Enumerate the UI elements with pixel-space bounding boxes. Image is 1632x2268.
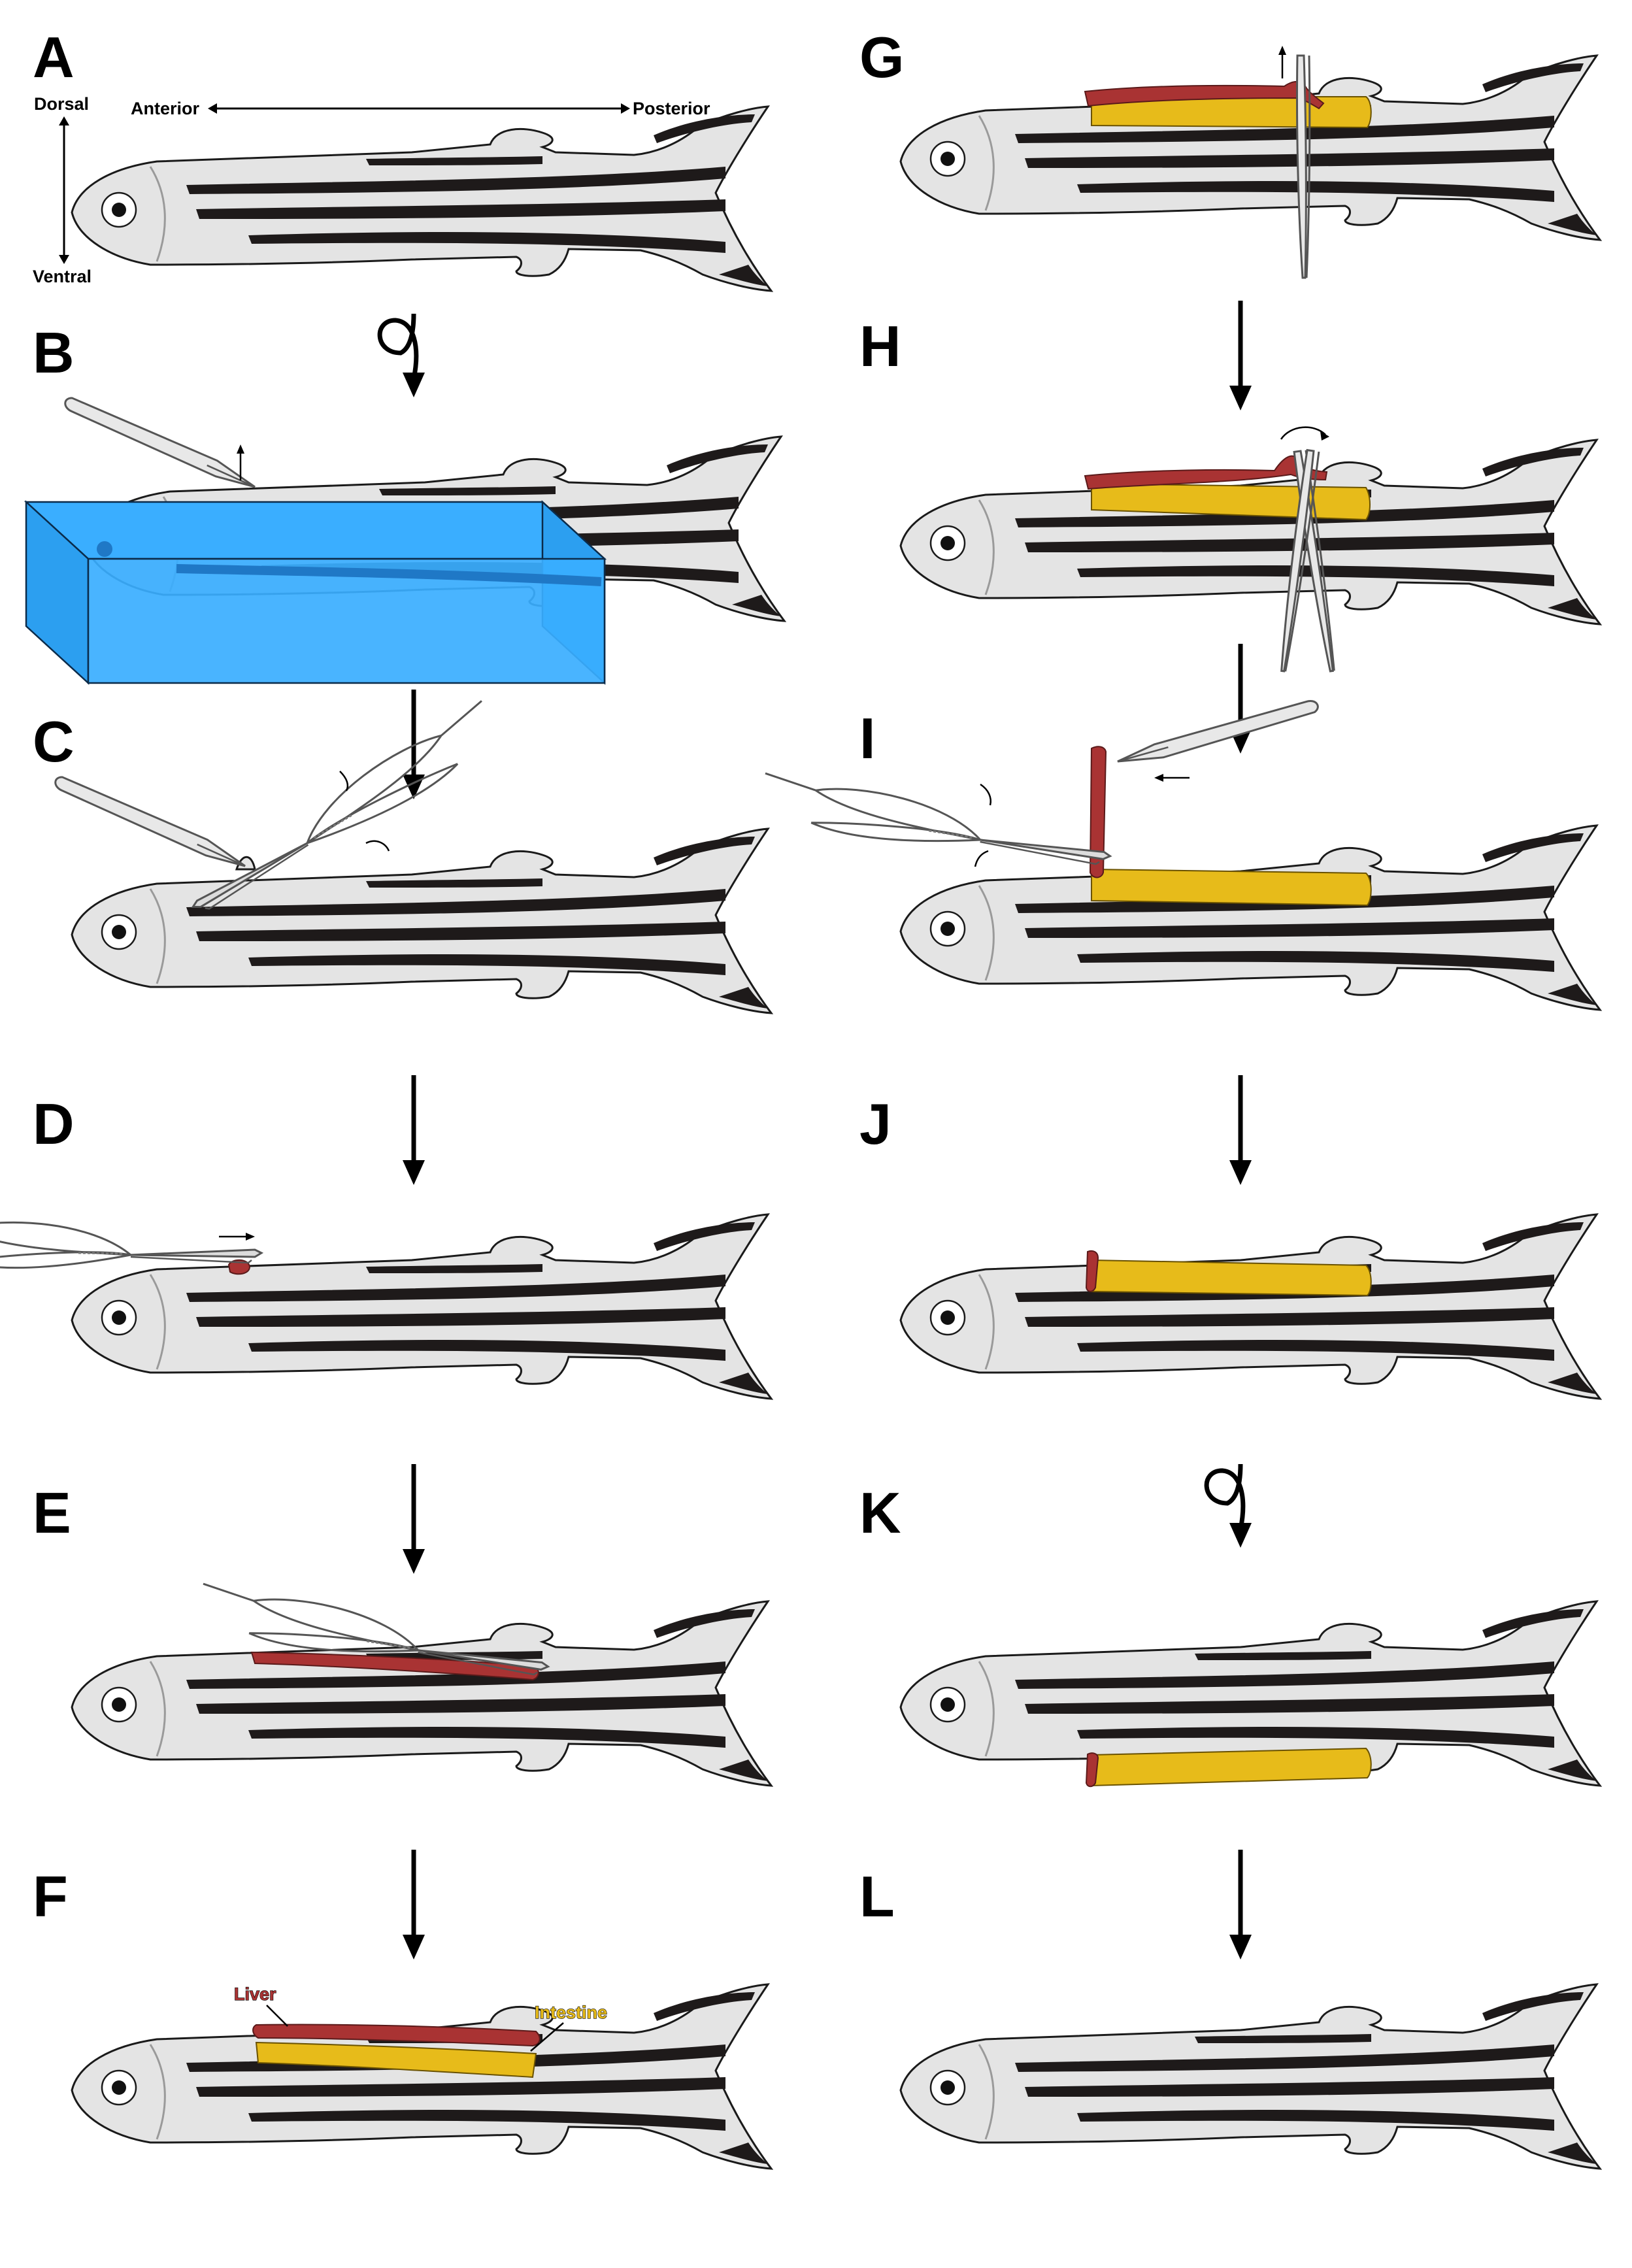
panel-f: Liver Intestine <box>71 1850 773 2170</box>
panel-a: Dorsal Ventral Anterior Posterior <box>33 94 773 292</box>
panel-letter-a: A <box>33 25 75 90</box>
liver-label: Liver <box>234 1984 276 2004</box>
anesthetic-box <box>24 500 607 685</box>
liver-pointer <box>266 2005 288 2027</box>
zebrafish <box>899 1213 1601 1400</box>
suture-loop-arrow <box>380 314 425 397</box>
panel-letter-i: I <box>859 706 875 771</box>
panel-letter-f: F <box>33 1864 68 1929</box>
zebrafish <box>71 1213 773 1400</box>
rotate-arrow <box>1280 426 1329 441</box>
panel-letter-j: J <box>859 1092 891 1156</box>
intestine-pointer <box>530 2022 564 2052</box>
dorsal-ventral-arrow <box>59 116 69 264</box>
panel-d <box>0 1075 773 1400</box>
dorsal-label: Dorsal <box>34 94 89 114</box>
step-arrow <box>403 1075 425 1185</box>
zebrafish <box>71 827 773 1014</box>
panel-k <box>899 1464 1601 1788</box>
zebrafish <box>71 105 773 292</box>
panel-letter-e: E <box>33 1480 71 1545</box>
zebrafish <box>899 439 1601 625</box>
panel-h <box>899 301 1601 673</box>
zebrafish <box>899 824 1601 1011</box>
lift-arrow <box>237 444 244 480</box>
anterior-label: Anterior <box>131 99 200 118</box>
anterior-posterior-arrow <box>208 103 630 114</box>
panel-letter-d: D <box>33 1092 75 1156</box>
suture-loop-arrow <box>1207 1464 1252 1548</box>
panel-e <box>71 1464 773 1787</box>
ventral-label: Ventral <box>33 267 92 286</box>
cut-direction-arrow <box>219 1233 255 1241</box>
step-arrow <box>1229 1850 1252 1959</box>
scissors <box>0 1218 263 1269</box>
panel-b <box>24 314 786 685</box>
pull-arrow <box>1154 774 1190 782</box>
panel-letter-c: C <box>33 709 75 774</box>
panel-j <box>899 1075 1601 1400</box>
panel-letter-l: L <box>859 1864 895 1929</box>
panel-letter-k: K <box>859 1480 901 1545</box>
panel-letter-h: H <box>859 314 901 378</box>
step-arrow <box>403 1850 425 1959</box>
zebrafish <box>71 1983 773 2170</box>
step-arrow <box>1229 1075 1252 1185</box>
lift-arrow <box>1278 46 1286 78</box>
zebrafish <box>899 1983 1601 2170</box>
zebrafish <box>71 1600 773 1787</box>
step-arrow <box>403 1464 425 1574</box>
panel-i <box>758 644 1601 1011</box>
intestine-label: Intestine <box>535 2003 607 2022</box>
forceps <box>52 758 248 890</box>
zebrafish <box>899 54 1601 241</box>
step-arrow <box>1229 301 1252 410</box>
posterior-label: Posterior <box>633 99 710 118</box>
forceps <box>1112 698 1324 767</box>
panel-letter-b: B <box>33 320 75 385</box>
panel-letter-g: G <box>859 25 904 90</box>
panel-c <box>52 690 773 1014</box>
scissors <box>758 772 1116 872</box>
panel-l <box>899 1850 1601 2170</box>
panel-g <box>899 46 1601 279</box>
